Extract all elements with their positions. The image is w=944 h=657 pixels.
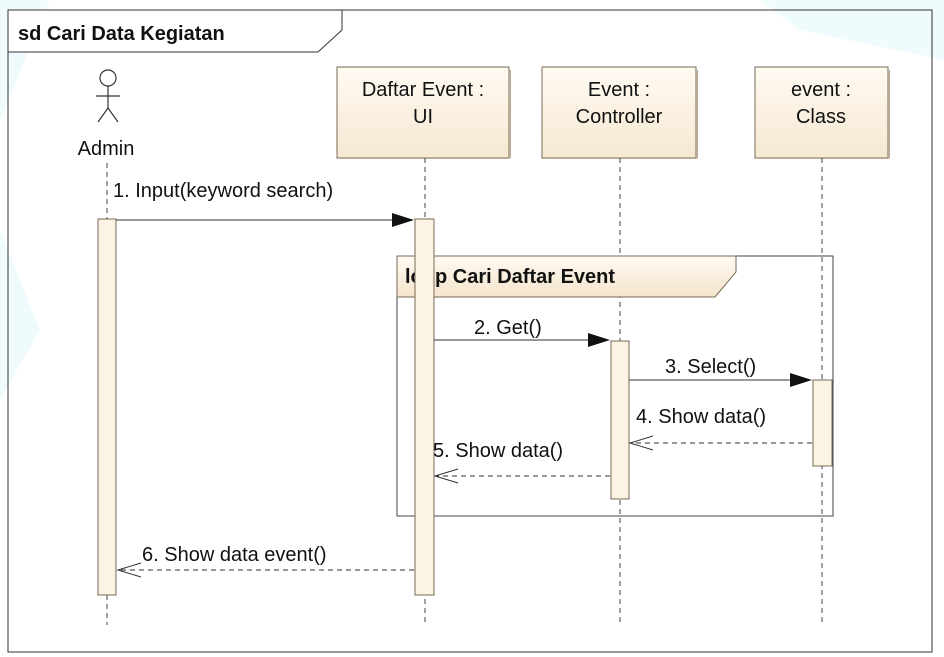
message-5-return: 5. Show data() (433, 440, 610, 484)
message-label: 6. Show data event() (142, 544, 327, 566)
lifeline-label-line2: Class (796, 106, 846, 128)
frame-title: sd Cari Data Kegiatan (18, 23, 225, 45)
lifeline-event-controller: Event : Controller (541, 66, 698, 159)
lifeline-label-line1: Daftar Event : (362, 79, 484, 101)
activation-ui (414, 218, 435, 596)
message-label: 5. Show data() (433, 440, 563, 462)
activation-class (812, 379, 833, 467)
message-label: 1. Input(keyword search) (113, 180, 333, 202)
actor-admin: Admin (78, 69, 135, 160)
message-label: 4. Show data() (636, 406, 766, 428)
lifeline-label-line1: event : (791, 79, 851, 101)
loop-fragment-title: loop Cari Daftar Event (405, 266, 615, 288)
actor-stick-figure-icon (96, 69, 120, 123)
message-3: 3. Select() (629, 356, 812, 387)
loop-fragment: loop Cari Daftar Event (396, 255, 834, 517)
lifeline-daftar-event-ui: Daftar Event : UI (336, 66, 511, 159)
activation-bars (97, 218, 833, 596)
message-2: 2. Get() (434, 317, 610, 347)
actor-label: Admin (78, 138, 135, 160)
lifeline-event-class: event : Class (754, 66, 890, 159)
message-label: 3. Select() (665, 356, 756, 378)
activation-controller (610, 340, 630, 500)
message-1: 1. Input(keyword search) (113, 180, 414, 227)
sequence-frame: sd Cari Data Kegiatan (7, 9, 933, 653)
message-6-return: 6. Show data event() (116, 544, 414, 578)
lifeline-label-line1: Event : (588, 79, 650, 101)
message-4-return: 4. Show data() (628, 406, 812, 451)
lifeline-label-line2: UI (413, 106, 433, 128)
activation-admin (97, 218, 117, 596)
lifeline-label-line2: Controller (576, 106, 663, 128)
message-label: 2. Get() (474, 317, 542, 339)
